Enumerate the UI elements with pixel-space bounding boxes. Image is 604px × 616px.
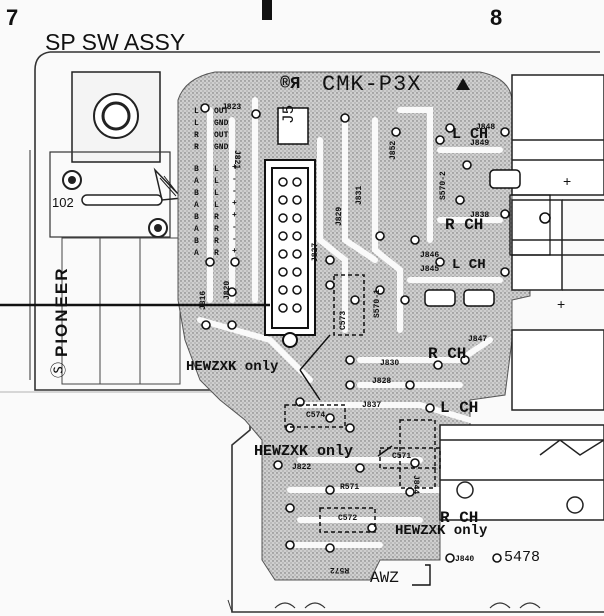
ref-j816: J816 [199, 290, 208, 310]
ref-j827: J827 [311, 242, 320, 262]
pin-label-right-10: R [214, 225, 219, 234]
board-part-number: CMK-P3X [322, 72, 422, 97]
pin-label-right-9: R [214, 213, 219, 222]
ref-c574: C574 [306, 411, 326, 420]
ref-j847: J847 [468, 335, 488, 344]
pin-label-left-12: A [194, 249, 199, 258]
connector-j5 [264, 159, 316, 336]
ref-j848: J848 [476, 123, 496, 132]
hewzxk-note-1: HEWZXK only [186, 359, 279, 375]
ref-j837: J837 [362, 401, 382, 410]
pin-label-left-8: A [194, 201, 199, 210]
bottom-code: AWZ [370, 569, 399, 587]
hole-ref: 102 [52, 195, 74, 210]
pin-label-right-11: R [214, 237, 219, 246]
ref-j821: J821 [232, 150, 241, 170]
ref-j852: J852 [389, 140, 398, 160]
assembly-title: SP SW ASSY [45, 29, 186, 55]
plus-sign-1: + [563, 173, 572, 189]
pin-label-left-3: R [194, 131, 199, 140]
ref-j823: J823 [222, 103, 242, 112]
pioneer-logo-icon: Ⓢ [51, 361, 68, 378]
ref-j822: J822 [292, 463, 312, 472]
pin-label-right-2: GND [214, 119, 229, 128]
ref-r571: R571 [340, 483, 360, 492]
pin-label-right-8: L [214, 201, 219, 210]
polarity-mark-7: - [232, 235, 237, 244]
brand-pioneer: PIONEER [52, 266, 71, 357]
pin-label-right-1: OUT [214, 107, 229, 116]
ref-j831: J831 [355, 185, 364, 205]
polarity-mark-1: + [232, 163, 237, 172]
hewzxk-note-3: HEWZXK only [395, 523, 488, 539]
ref-j828: J828 [372, 377, 392, 386]
polarity-mark-8: + [232, 247, 237, 256]
ref-j849: J849 [470, 139, 490, 148]
connector-label: J5 [280, 104, 298, 124]
channel-label-2: R CH [445, 216, 484, 234]
ref-s570-1: S570-1 [373, 289, 382, 318]
pin-label-right-3: OUT [214, 131, 229, 140]
ref-c573: C573 [339, 310, 348, 330]
ref-j840: J840 [455, 555, 475, 564]
ref-j845: J845 [420, 265, 440, 274]
hewzxk-note-2: HEWZXK only [254, 443, 354, 460]
ref-r572: R572 [330, 565, 350, 574]
ref-j830: J830 [380, 359, 400, 368]
ref-j820: J820 [223, 280, 232, 300]
channel-label-4: R CH [428, 345, 467, 363]
pin-label-left-9: B [194, 213, 199, 222]
ul-mark: ®Я [280, 75, 301, 94]
ref-s570-2: S570-2 [439, 171, 448, 200]
terminal-top [511, 74, 604, 196]
grid-index-right: 8 [490, 5, 503, 30]
polarity-mark-3: - [232, 187, 237, 196]
ref-j846: J846 [420, 251, 440, 260]
pin-label-right-4: GND [214, 143, 229, 152]
pin-label-left-4: R [194, 143, 199, 152]
board-outline [34, 51, 604, 613]
pin-label-left-2: L [194, 119, 199, 128]
ref-j838: J838 [470, 211, 490, 220]
ref-c571: C571 [392, 452, 412, 461]
channel-label-5: L CH [440, 399, 479, 417]
channel-label-6: R CH [440, 509, 479, 527]
terminal-bottom [511, 329, 604, 411]
pin-label-right-12: R [214, 249, 219, 258]
ref-c572: C572 [338, 514, 358, 523]
plus-sign-2: + [557, 296, 566, 312]
pin-label-right-5: L [214, 165, 219, 174]
bottom-number: 5478 [504, 549, 541, 566]
pin-label-left-1: L [194, 107, 199, 116]
grid-index-left: 7 [6, 5, 19, 30]
channel-label-1: L CH [452, 126, 489, 143]
polarity-mark-5: + [232, 211, 237, 220]
pin-label-left-10: A [194, 225, 199, 234]
polarity-mark-2: - [232, 175, 237, 184]
channel-label-3: L CH [452, 257, 486, 273]
pin-label-right-6: L [214, 177, 219, 186]
polarity-mark-6: - [232, 223, 237, 232]
pin-label-left-5: B [194, 165, 199, 174]
ref-j844: J844 [411, 475, 420, 495]
ref-j829: J829 [335, 206, 344, 226]
pin-label-left-6: A [194, 177, 199, 186]
pin-label-left-11: B [194, 237, 199, 246]
polarity-mark-4: + [232, 199, 237, 208]
pin-label-left-7: B [194, 189, 199, 198]
pin-label-right-7: L [214, 189, 219, 198]
